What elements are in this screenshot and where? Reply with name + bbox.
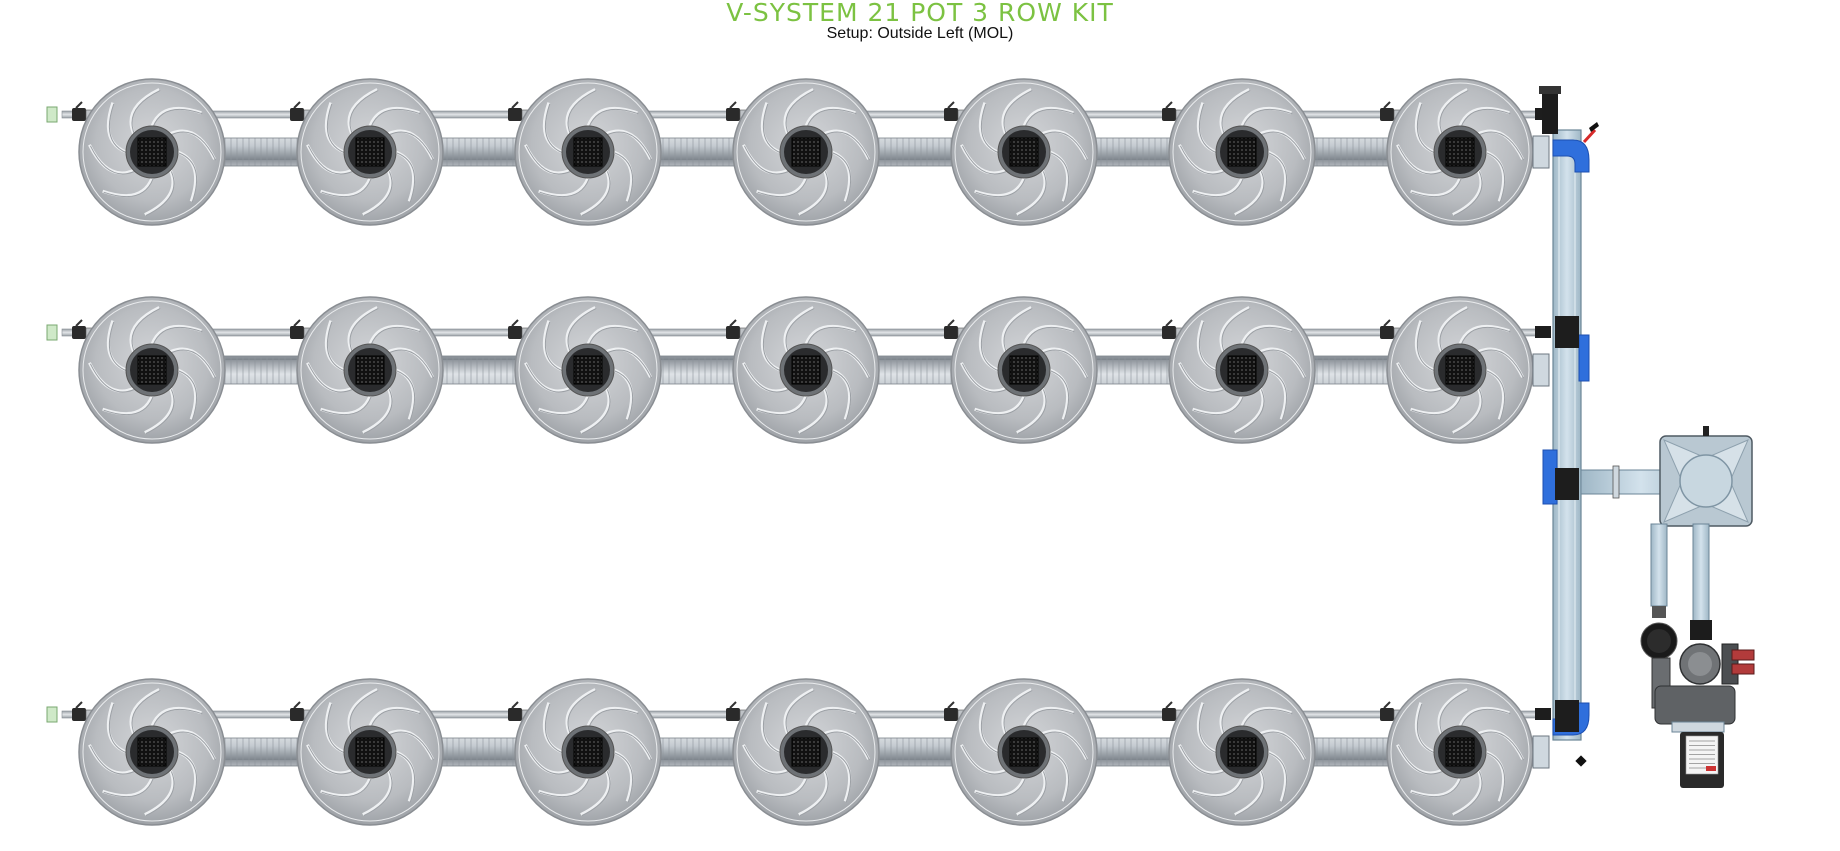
top-elbow	[1552, 139, 1590, 173]
pot	[296, 678, 444, 826]
row-connector	[1532, 735, 1550, 769]
red-valve	[1582, 128, 1597, 144]
pot-net-basket	[1009, 737, 1039, 767]
manifold	[1539, 86, 1702, 767]
page-title: V-SYSTEM 21 POT 3 ROW KIT	[726, 0, 1114, 27]
dripper-fitting	[72, 326, 86, 339]
row-connector	[1532, 353, 1550, 387]
pump-body	[1654, 685, 1736, 725]
dripper-fitting	[944, 708, 958, 721]
junction-tee	[1542, 449, 1558, 505]
pump-valve-red	[1731, 649, 1755, 661]
pot-row	[46, 78, 1551, 226]
pot-row	[46, 296, 1551, 444]
pot	[78, 296, 226, 444]
pot	[514, 78, 662, 226]
pot-net-basket	[1445, 137, 1475, 167]
pump-outlet	[1690, 620, 1712, 640]
dripper-fitting	[1162, 108, 1176, 121]
row-connector	[1532, 135, 1550, 169]
pot	[296, 296, 444, 444]
control-unit	[1640, 426, 1755, 788]
dripper-fitting	[290, 326, 304, 339]
pot	[1386, 678, 1534, 826]
dripper-fitting	[726, 108, 740, 121]
dripper-fitting	[1162, 708, 1176, 721]
mid-tee	[1578, 334, 1590, 382]
return-pipe	[1650, 523, 1668, 607]
pot	[1168, 78, 1316, 226]
page-subtitle: Setup: Outside Left (MOL)	[826, 25, 1014, 42]
pot-net-basket	[355, 737, 385, 767]
pot	[1386, 78, 1534, 226]
dripper-fitting	[726, 708, 740, 721]
coupling	[1555, 316, 1579, 348]
dripper-fitting	[508, 326, 522, 339]
dripper-fitting	[1380, 108, 1394, 121]
dripper-fitting	[1380, 708, 1394, 721]
dripper-fitting	[1380, 326, 1394, 339]
pot	[732, 296, 880, 444]
pot-net-basket	[791, 737, 821, 767]
dripper-fitting	[508, 708, 522, 721]
end-cap	[46, 706, 58, 723]
pot	[514, 678, 662, 826]
pump-base	[1671, 721, 1725, 733]
pot	[1168, 678, 1316, 826]
float-sensor	[1703, 426, 1709, 436]
pot	[732, 678, 880, 826]
supply-pipe	[1692, 523, 1710, 623]
dripper-fitting	[72, 708, 86, 721]
dripper-fitting	[290, 108, 304, 121]
pot-net-basket	[1445, 737, 1475, 767]
pot-net-basket	[1227, 137, 1257, 167]
pot-net-basket	[1009, 137, 1039, 167]
pot	[514, 296, 662, 444]
pot	[296, 78, 444, 226]
dripper-fitting	[1162, 326, 1176, 339]
pot-net-basket	[1227, 355, 1257, 385]
pot	[732, 78, 880, 226]
pot	[78, 678, 226, 826]
pot	[1168, 296, 1316, 444]
pot-net-basket	[137, 137, 167, 167]
dripper-fitting	[290, 708, 304, 721]
dripper-fitting	[72, 108, 86, 121]
vertical-manifold-pipe	[1552, 129, 1582, 741]
coupling	[1555, 700, 1579, 732]
end-cap	[46, 324, 58, 341]
pot	[950, 296, 1098, 444]
pot-net-basket	[791, 137, 821, 167]
pot-net-basket	[1009, 355, 1039, 385]
pot-row	[46, 678, 1551, 826]
pot	[78, 78, 226, 226]
pot-net-basket	[137, 355, 167, 385]
pot-net-basket	[137, 737, 167, 767]
top-riser	[1542, 88, 1558, 134]
dripper-fitting	[508, 108, 522, 121]
dripper-fitting	[944, 326, 958, 339]
pot-net-basket	[1227, 737, 1257, 767]
pot-net-basket	[791, 355, 821, 385]
pot-net-basket	[573, 355, 603, 385]
pot-net-basket	[355, 137, 385, 167]
pot-net-basket	[573, 137, 603, 167]
reservoir-opening	[1679, 454, 1733, 508]
dripper-fitting	[726, 326, 740, 339]
inlet-fitting	[1535, 326, 1551, 338]
pot-net-basket	[355, 355, 385, 385]
coupling	[1555, 468, 1579, 500]
pot	[1386, 296, 1534, 444]
pot-rows	[46, 78, 1551, 826]
pot	[950, 678, 1098, 826]
inlet-fitting	[1535, 708, 1551, 720]
dripper-fitting	[944, 108, 958, 121]
end-cap	[46, 106, 58, 123]
pot-net-basket	[1445, 355, 1475, 385]
pot-net-basket	[573, 737, 603, 767]
pot	[950, 78, 1098, 226]
